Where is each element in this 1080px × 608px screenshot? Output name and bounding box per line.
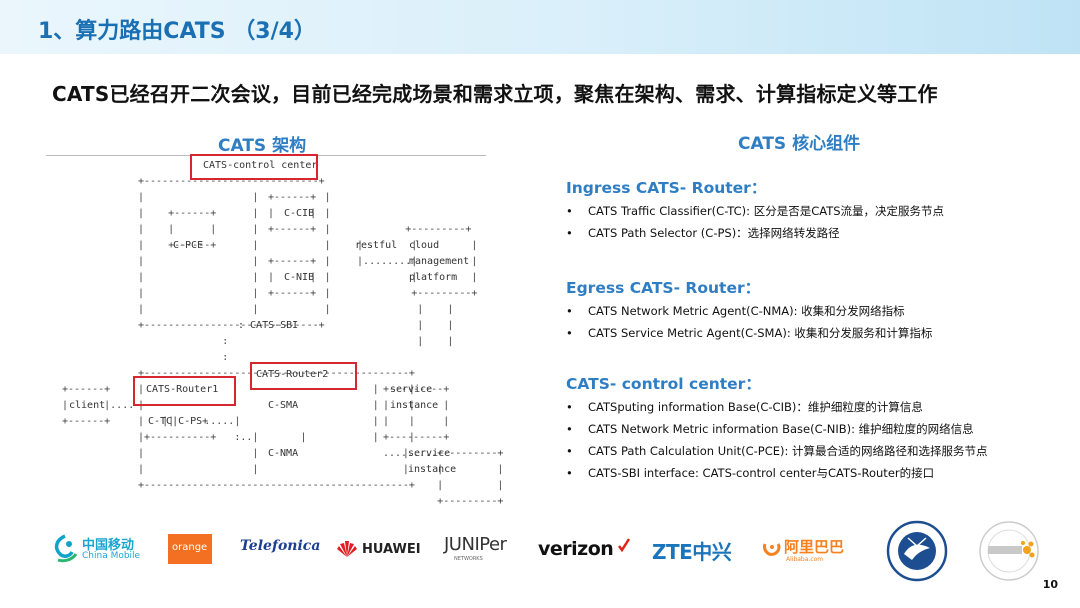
huawei-flower-icon xyxy=(337,541,357,557)
korean-university-seal-icon xyxy=(979,521,1039,581)
list-item: CATS Network Metric Agent(C-NMA): 收集和分发网… xyxy=(566,300,932,322)
ctc-label: C-TC|C-PS+ xyxy=(148,416,209,427)
list-item: CATS Network Metric information Base(C-N… xyxy=(566,418,988,440)
zte-logo: ZTE中兴 xyxy=(652,540,732,564)
china-mobile-logo: 中国移动 China Mobile xyxy=(52,532,152,568)
control-center-label: CATS-control center xyxy=(203,160,318,171)
slide-title: 1、算力路由CATS （3/4） xyxy=(38,19,316,44)
control-center-section: CATS- control center： CATSputing informa… xyxy=(566,372,988,484)
ingress-section: Ingress CATS- Router： CATS Traffic Class… xyxy=(566,176,944,244)
core-components-title: CATS 核心组件 xyxy=(738,134,861,154)
ingress-heading: Ingress CATS- Router： xyxy=(566,179,767,197)
partner-logos: 中国移动 China Mobile orange Telefonica HUAW… xyxy=(46,518,1056,582)
verizon-logo: verizon xyxy=(538,536,630,566)
cib-label: C-CIB xyxy=(284,208,315,219)
instance2-label: instance xyxy=(408,464,457,475)
nib-label: C-NIB xyxy=(284,272,315,283)
service2-label: service xyxy=(408,448,451,459)
alibaba-logo: 阿里巴巴 Alibaba.com xyxy=(762,534,858,566)
restful-label: restful xyxy=(355,240,398,251)
juniper-logo: JUNIPer NETWORKS xyxy=(444,534,507,562)
control-center-heading: CATS- control center： xyxy=(566,375,761,393)
korean-university-seal-logo xyxy=(976,520,1046,582)
highlight-router2 xyxy=(250,362,357,390)
title-bar: 1、算力路由CATS （3/4） xyxy=(0,0,1080,54)
china-mobile-icon xyxy=(54,534,78,563)
client-box: +------+ | |.... +------+ xyxy=(62,384,135,427)
huawei-logo: HUAWEI xyxy=(336,536,421,562)
university-seal-icon xyxy=(886,520,948,582)
university-seal-logo xyxy=(884,520,954,582)
page-number: 10 xyxy=(1042,578,1058,591)
slide-subtitle: CATS已经召开二次会议，目前已经完成场景和需求立项，聚焦在架构、需求、计算指标… xyxy=(52,82,938,106)
orange-logo: orange xyxy=(168,534,212,564)
router1-label: CATS-Router1 xyxy=(146,384,219,395)
list-item: CATS-SBI interface: CATS-control center与… xyxy=(566,462,988,484)
csma-label: C-SMA xyxy=(268,400,299,411)
service1-label: service xyxy=(390,384,433,395)
list-item: CATS Path Calculation Unit(C-PCE): 计算最合适… xyxy=(566,440,988,462)
client-label: client xyxy=(69,400,106,411)
list-item: CATS Service Metric Agent(C-SMA): 收集和分发服… xyxy=(566,322,932,344)
sbi-label: : CATS-SBI xyxy=(238,320,299,331)
list-item: CATS Traffic Classifier(C-TC): 区分是否是CATS… xyxy=(566,200,944,222)
list-item: CATS Path Selector (C-PS)：选择网络转发路径 xyxy=(566,222,944,244)
nib-box-lines: +------+ | | +------+ xyxy=(268,256,317,299)
management-label: management xyxy=(409,256,470,267)
cib-box-lines: +------+ | | +------+ xyxy=(268,192,317,235)
highlight-control-center xyxy=(190,154,318,180)
instance1-label: instance xyxy=(390,400,439,411)
platform-label: platform xyxy=(409,272,458,283)
verizon-check-icon xyxy=(618,538,630,552)
egress-section: Egress CATS- Router： CATS Network Metric… xyxy=(566,276,932,344)
cloud-label: cloud xyxy=(409,240,440,251)
highlight-router1 xyxy=(133,376,236,406)
alibaba-smile-icon xyxy=(763,543,781,556)
architecture-title: CATS 架构 xyxy=(218,136,307,156)
cloud-box-lines: +---------+ | | | |........| | | | +----… xyxy=(357,224,478,347)
egress-heading: Egress CATS- Router： xyxy=(566,279,761,297)
list-item: CATSputing information Base(C-CIB)：维护细粒度… xyxy=(566,396,988,418)
cnma-label: C-NMA xyxy=(268,448,299,459)
service-box-lines: +---------+ | | | | +---------+ ........… xyxy=(383,384,504,507)
telefonica-logo: Telefonica xyxy=(240,538,321,554)
router2-label: CATS-Router2 xyxy=(256,369,329,380)
pce-label: C-PCE xyxy=(173,240,204,251)
